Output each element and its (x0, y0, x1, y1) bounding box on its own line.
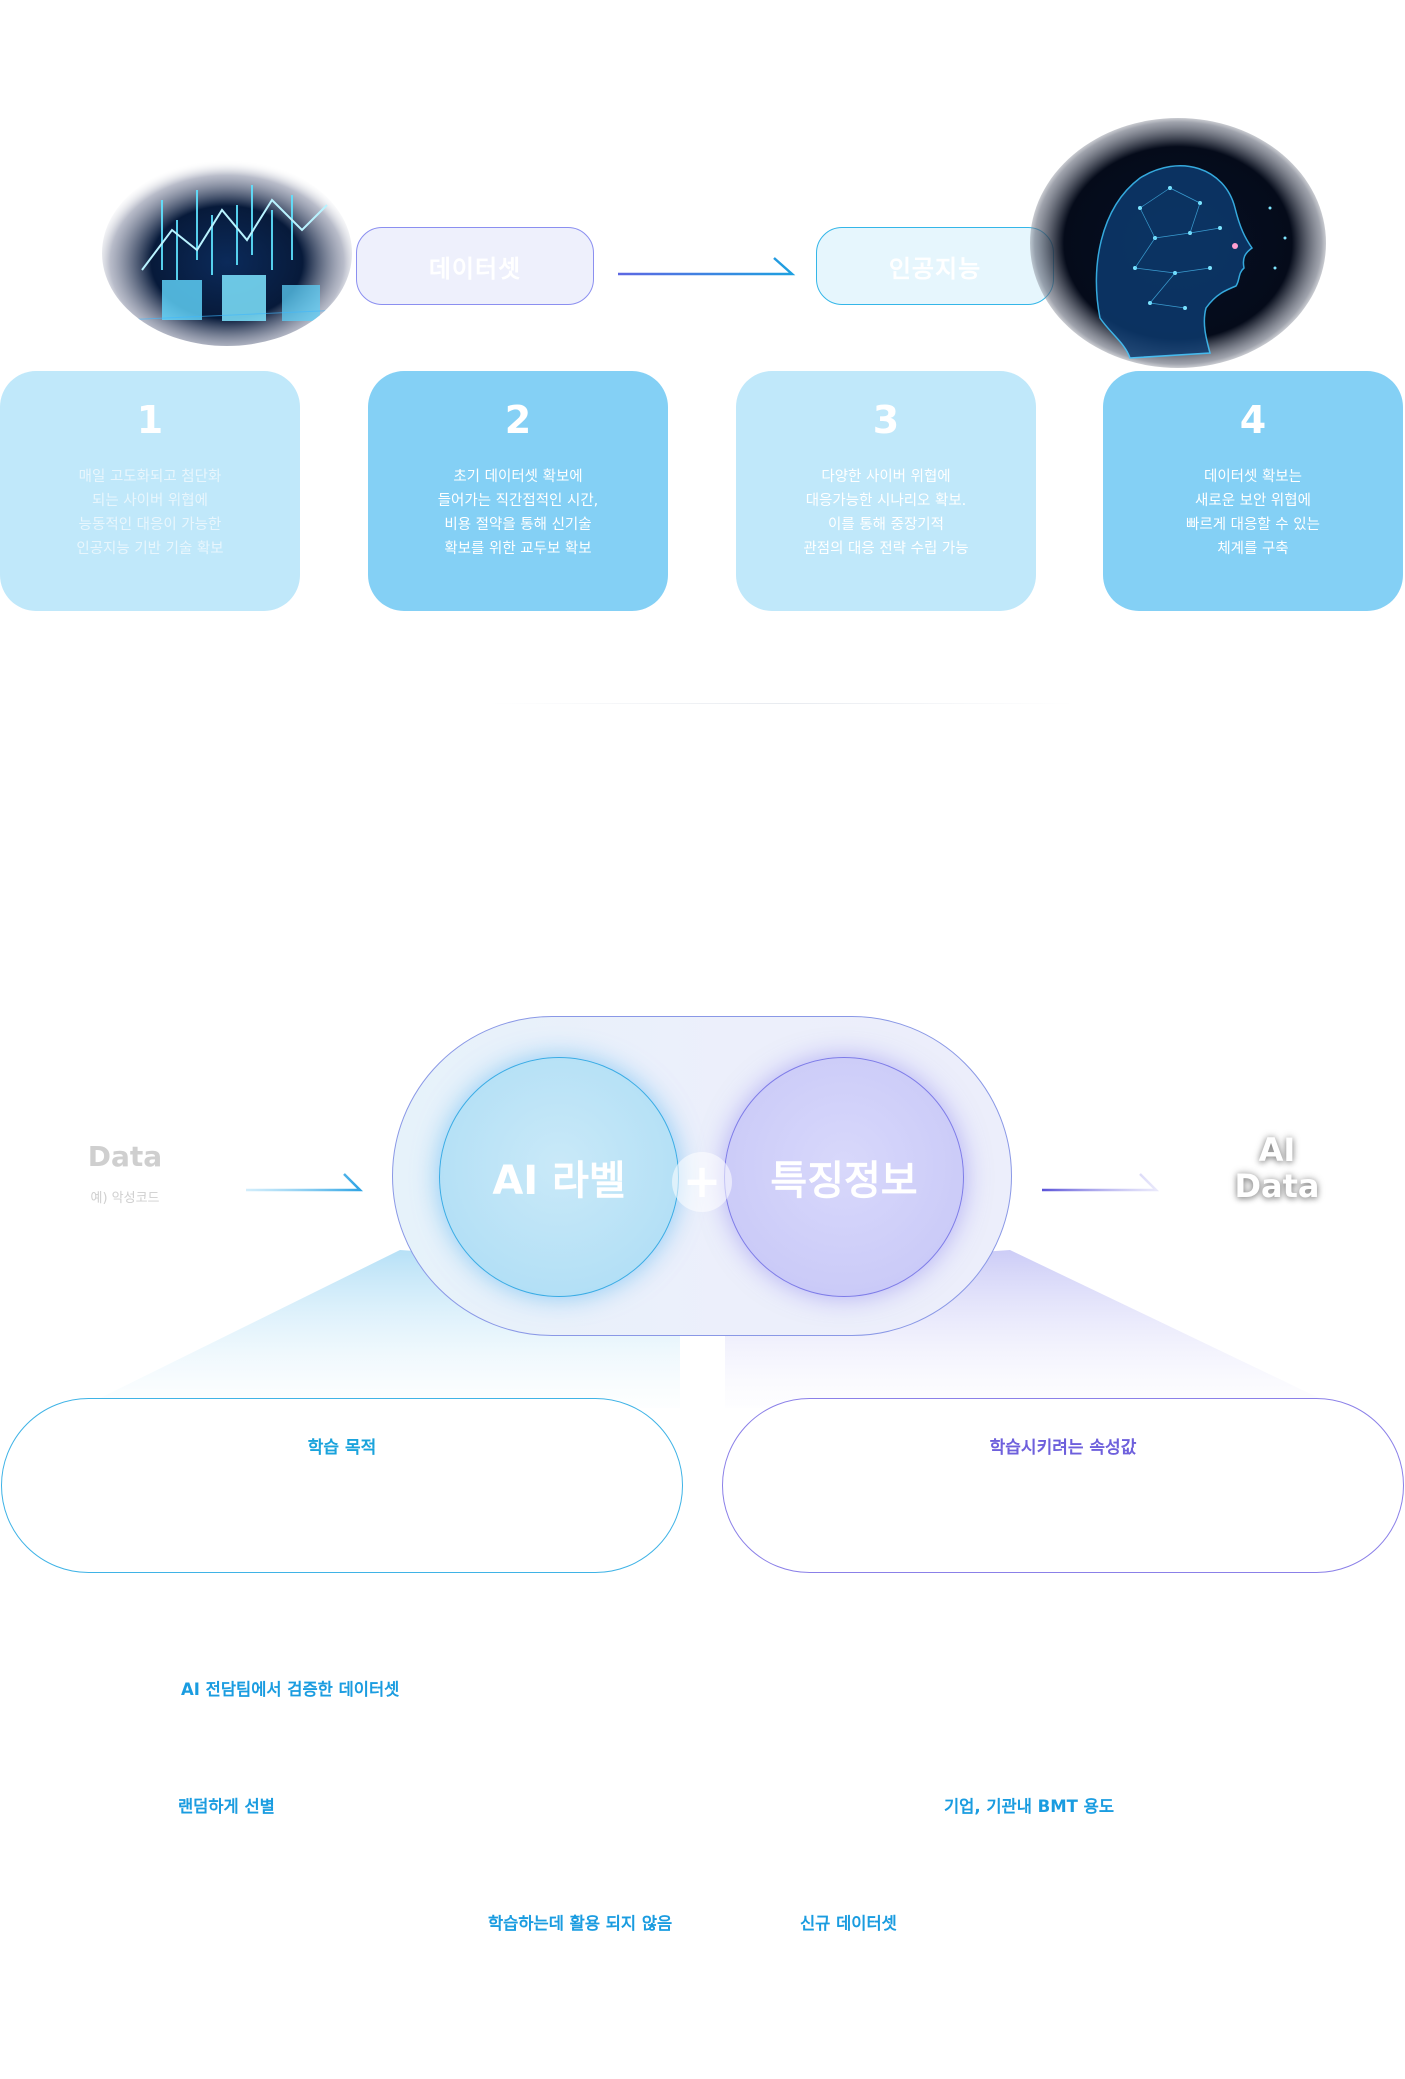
dataset-pill: 데이터셋 (356, 227, 594, 305)
ai-pill: 인공지능 (816, 227, 1054, 305)
learning-purpose-box: 학습 목적 (1, 1398, 683, 1573)
arrow-right-icon (618, 257, 796, 276)
input-data-title: Data (87, 1140, 163, 1173)
ai-label-circle: AI 라벨 (439, 1057, 679, 1297)
card-number: 2 (504, 398, 532, 442)
feature-info-circle: 특징정보 (724, 1057, 964, 1297)
card-description: 데이터셋 확보는 새로운 보안 위협에 빠르게 대응할 수 있는 체계를 구축 (1186, 469, 1320, 557)
output-ai-data: AI Data (1234, 1131, 1320, 1205)
section-divider (490, 703, 1075, 704)
attribute-value-title: 학습시키려는 속성값 (989, 1438, 1137, 1458)
learning-purpose-title: 학습 목적 (307, 1438, 377, 1458)
note-random-selection: 랜덤하게 선별 (178, 1797, 275, 1816)
ai-head-image (1030, 118, 1326, 368)
card-number: 3 (872, 398, 900, 442)
note-verified-dataset: AI 전담팀에서 검증한 데이터셋 (181, 1680, 400, 1699)
card-number: 4 (1239, 398, 1267, 442)
plus-icon: + (672, 1152, 732, 1212)
benefit-card-4: 4 데이터셋 확보는 새로운 보안 위협에 빠르게 대응할 수 있는 체계를 구… (1103, 371, 1403, 611)
benefit-card-3: 3 다양한 사이버 위협에 대응가능한 시나리오 확보. 이를 통해 중장기적 … (736, 371, 1036, 611)
note-bmt-usage: 기업, 기관내 BMT 용도 (944, 1797, 1115, 1816)
card-description: 다양한 사이버 위협에 대응가능한 시나리오 확보. 이를 통해 중장기적 관점… (803, 469, 969, 557)
note-new-dataset: 신규 데이터셋 (800, 1914, 897, 1933)
card-number: 1 (136, 398, 164, 442)
note-not-used-for-training: 학습하는데 활용 되지 않음 (488, 1914, 673, 1933)
input-data-example: 예) 악성코드 (90, 1191, 160, 1206)
benefit-card-2: 2 초기 데이터셋 확보에 들어가는 직간접적인 시간, 비용 절약을 통해 신… (368, 371, 668, 611)
chart-visual-image (102, 160, 352, 346)
attribute-value-box: 학습시키려는 속성값 (722, 1398, 1404, 1573)
card-description: 매일 고도화되고 첨단화 되는 사이버 위협에 능동적인 대응이 가능한 인공지… (76, 469, 224, 557)
input-arrow-icon (246, 1173, 364, 1192)
benefit-card-1: 1 매일 고도화되고 첨단화 되는 사이버 위협에 능동적인 대응이 가능한 인… (0, 371, 300, 611)
output-arrow-icon (1042, 1173, 1160, 1192)
card-description: 초기 데이터셋 확보에 들어가는 직간접적인 시간, 비용 절약을 통해 신기술… (437, 469, 599, 557)
